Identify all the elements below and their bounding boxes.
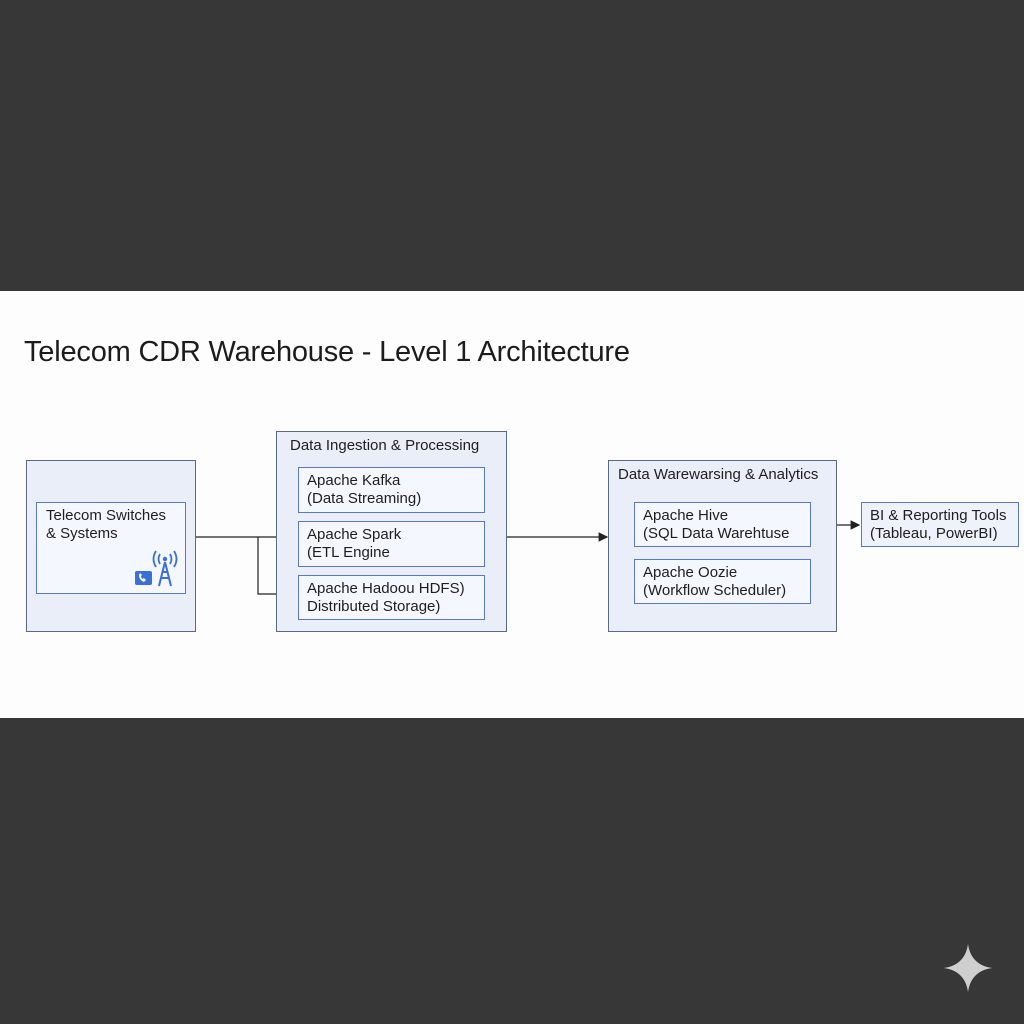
hdfs-node: Apache Hadoou HDFS) Distributed Storage): [298, 575, 485, 620]
kafka-node: Apache Kafka (Data Streaming): [298, 467, 485, 513]
kafka-line1: Apache Kafka: [307, 472, 401, 489]
spark-line2: (ETL Engine: [307, 544, 390, 561]
kafka-line2: (Data Streaming): [307, 490, 422, 507]
cell-tower-icon: [152, 550, 178, 587]
hdfs-line2: Distributed Storage): [307, 598, 441, 615]
hive-line2: (SQL Data Warehtuse: [643, 525, 790, 542]
source-label-line1: Telecom Switches: [46, 507, 167, 524]
bi-tools-node: BI & Reporting Tools (Tableau, PowerBI): [861, 502, 1019, 547]
phone-icon: [135, 571, 152, 585]
bi-line1: BI & Reporting Tools: [870, 507, 1007, 524]
warehouse-group-title: Data Warewarsing & Analytics: [618, 466, 819, 483]
spark-node: Apache Spark (ETL Engine: [298, 521, 485, 567]
source-node: Telecom Switches & Systems: [36, 502, 186, 594]
sparkle-icon: [944, 944, 992, 992]
diagram-title: Telecom CDR Warehouse - Level 1 Architec…: [24, 336, 630, 368]
hive-node: Apache Hive (SQL Data Warehtuse: [634, 502, 811, 547]
hdfs-line1: Apache Hadoou HDFS): [307, 580, 465, 597]
hive-line1: Apache Hive: [643, 507, 729, 524]
source-label-line2: & Systems: [46, 525, 118, 542]
oozie-node: Apache Oozie (Workflow Scheduler): [634, 559, 811, 604]
oozie-line1: Apache Oozie: [643, 564, 738, 581]
spark-line1: Apache Spark: [307, 526, 402, 543]
bi-line2: (Tableau, PowerBI): [870, 525, 998, 542]
oozie-line2: (Workflow Scheduler): [643, 582, 787, 599]
ingestion-group-title: Data Ingestion & Processing: [290, 437, 480, 454]
